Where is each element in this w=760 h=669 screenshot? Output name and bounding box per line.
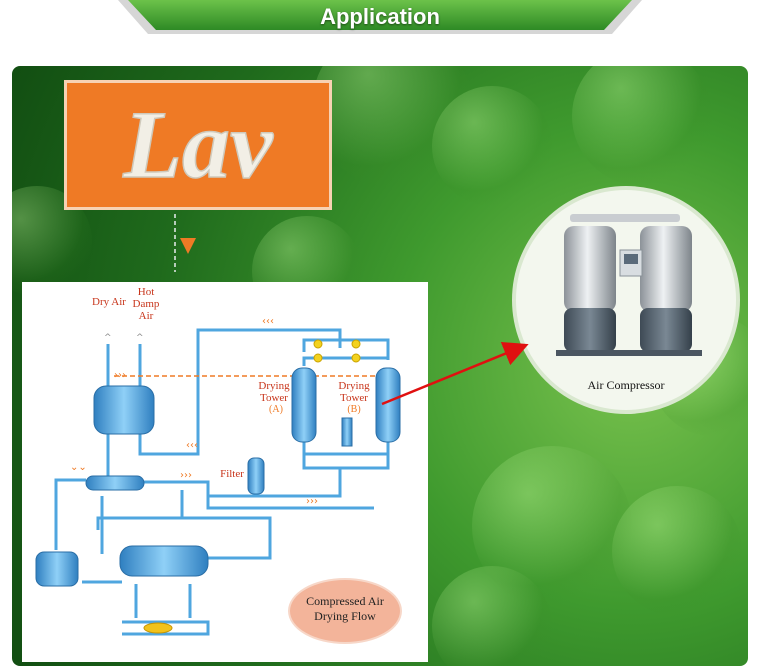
heat-exchanger: [85, 475, 145, 491]
cooler-vessel: [119, 545, 209, 577]
logo-card: Lav: [64, 80, 332, 210]
logo-text: Lav: [122, 91, 274, 198]
banner-ribbon: [118, 0, 642, 34]
badge-line-1: Compressed Air: [306, 594, 384, 608]
banner: Application: [0, 0, 760, 40]
svg-text:^: ^: [104, 333, 112, 343]
svg-text:›››: ›››: [180, 470, 192, 481]
svg-text:^: ^: [136, 333, 144, 343]
valve-dots: [313, 339, 361, 363]
banner-title: Application: [320, 4, 440, 29]
label-drying-tower-b: Drying Tower: [338, 380, 370, 404]
svg-text:‹‹‹: ‹‹‹: [186, 440, 198, 451]
flow-chevrons: ‹‹‹ ‹‹‹ ››› ››› ⌄⌄ ›››: [70, 316, 318, 507]
lav-logo: Lav: [122, 90, 275, 199]
flow-diagram-card: ‹‹‹ ‹‹‹ ››› ››› ⌄⌄ ››› ^ ^ Dry Air Hot D…: [22, 282, 428, 662]
drying-tower-b: [375, 367, 401, 443]
pipe-network: [54, 328, 390, 636]
air-compressor-photo: Air Compressor: [512, 186, 740, 414]
label-tower-b-tag: (B): [347, 404, 361, 415]
label-tower-a-tag: (A): [269, 404, 283, 415]
label-filter: Filter: [220, 468, 244, 480]
label-dry-air: Dry Air: [92, 296, 126, 308]
tower-valve: [341, 417, 353, 447]
fan-blade: [143, 622, 173, 634]
svg-text:›››: ›››: [114, 370, 126, 381]
label-drying-tower-a: Drying Tower: [258, 380, 290, 404]
separator-vessel: [93, 385, 155, 435]
svg-text:›››: ›››: [306, 496, 318, 507]
flow-title-badge: [288, 578, 402, 644]
drying-tower-a: [291, 367, 317, 443]
photo-caption: Air Compressor: [587, 378, 665, 392]
svg-text:‹‹‹: ‹‹‹: [262, 316, 274, 327]
label-hot-damp-air: Hot Damp Air: [132, 286, 160, 322]
condensate-tank: [35, 551, 79, 587]
svg-text:⌄⌄: ⌄⌄: [70, 462, 87, 473]
air-compressor-illustration: [556, 214, 702, 356]
inlet-up-arrows: ^ ^: [104, 333, 144, 343]
badge-line-2: Drying Flow: [314, 609, 376, 623]
filter-vessel: [247, 457, 265, 495]
